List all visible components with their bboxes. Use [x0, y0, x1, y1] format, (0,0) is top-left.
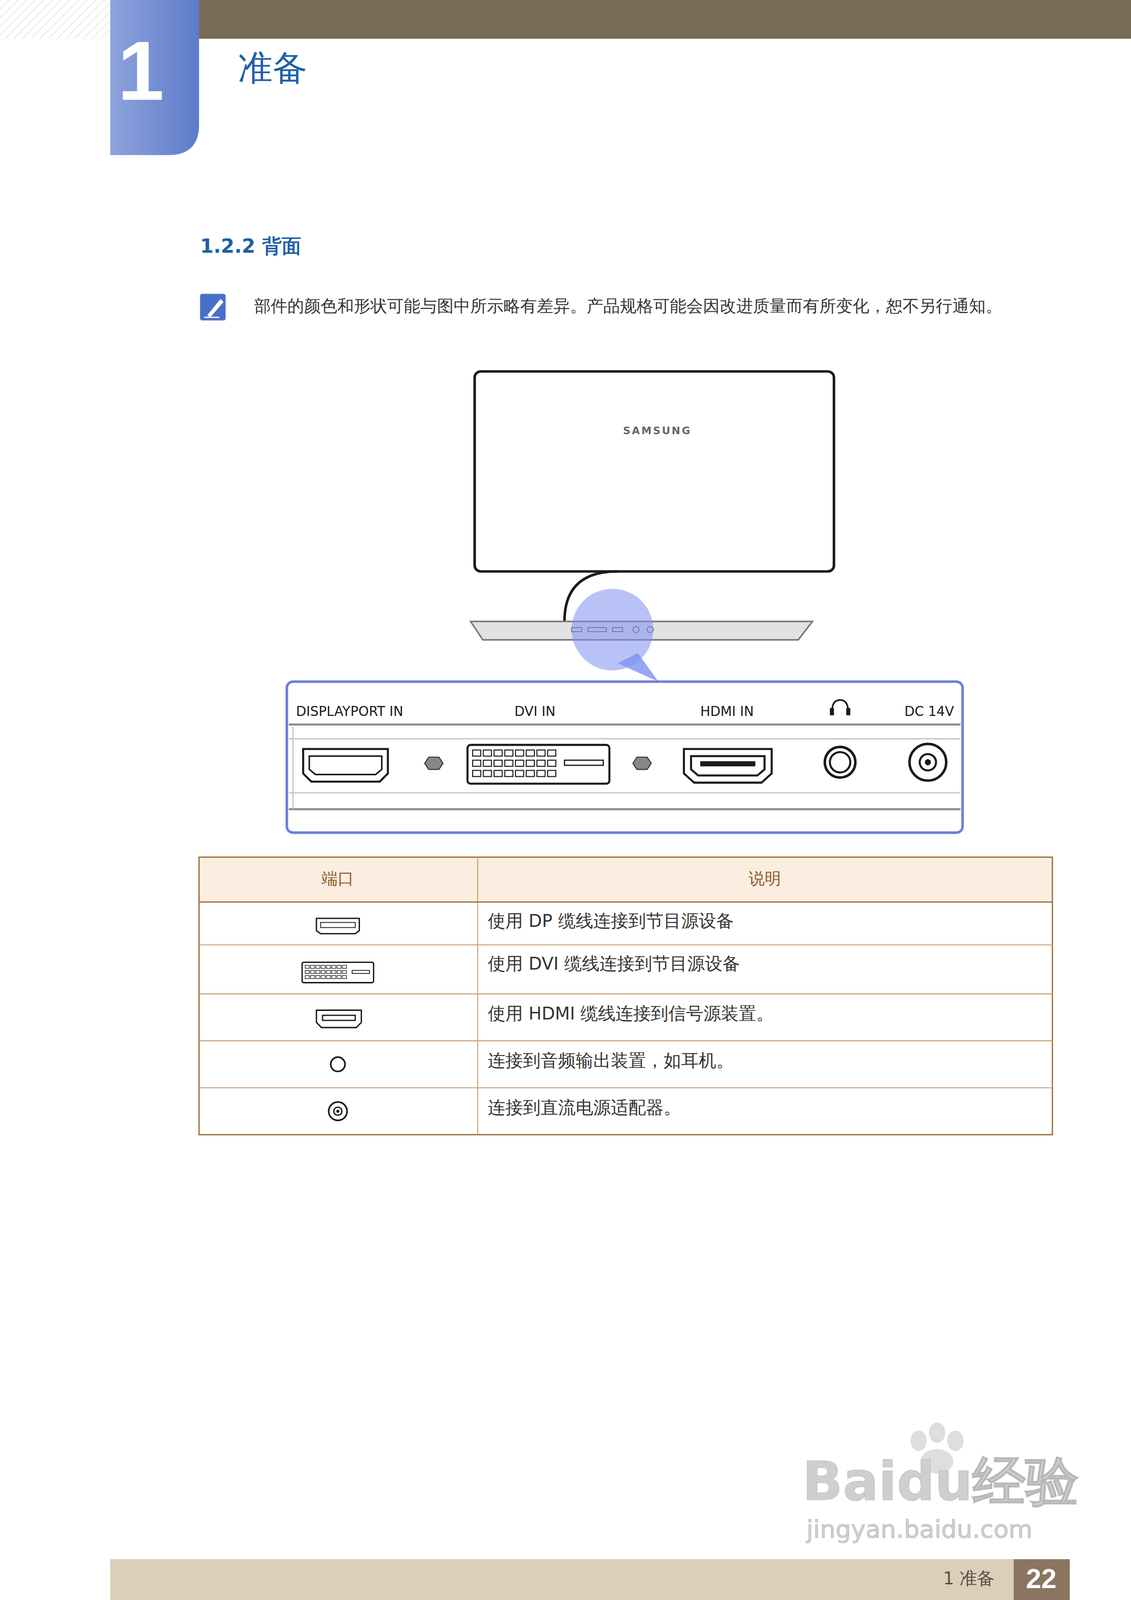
dvi-pin — [483, 760, 492, 767]
dvi-pin — [494, 770, 503, 777]
dvi-pin — [331, 970, 336, 974]
dvi-pin — [305, 965, 310, 969]
page-number: 22 — [1026, 1561, 1057, 1596]
dvi-pin — [504, 770, 514, 777]
chapter-number: 1 — [117, 20, 165, 121]
dvi-pin — [337, 965, 342, 969]
dvi-pin — [515, 750, 524, 757]
dvi-pin — [526, 760, 535, 767]
dvi-pin — [494, 760, 503, 767]
dvi-pin — [526, 750, 535, 757]
dvi-pin — [321, 975, 326, 979]
dvi-pin — [342, 965, 347, 969]
header-bar — [199, 0, 1131, 39]
dvi-pin — [526, 770, 535, 777]
table-cell: 使用 DP 缆线连接到节目源设备 — [487, 910, 734, 932]
dvi-pin — [326, 975, 331, 979]
table-cell: 使用 HDMI 缆线连接到信号源装置。 — [487, 1003, 774, 1025]
port-name: DISPLAYPORT IN — [295, 703, 404, 720]
dvi-pin — [472, 770, 481, 777]
dvi-pin — [536, 760, 545, 767]
dvi-pin — [472, 750, 481, 757]
dvi-pin — [547, 760, 556, 767]
dvi-pin — [547, 750, 556, 757]
dvi-pin — [310, 970, 315, 974]
footer-bar — [110, 1558, 1014, 1600]
dvi-pin — [331, 965, 336, 969]
dvi-pin — [337, 975, 342, 979]
dvi-pin — [494, 750, 503, 757]
port-name: HDMI IN — [700, 703, 754, 720]
dvi-pin — [326, 970, 331, 974]
dvi-pin — [342, 975, 347, 979]
dvi-pin — [483, 770, 492, 777]
watermark: Baidu经验 — [802, 1449, 1079, 1513]
port-name: DVI IN — [514, 703, 556, 720]
note-text: 部件的颜色和形状可能与图中所示略有差异。产品规格可能会因改进质量而有所变化，恕不… — [254, 292, 1041, 320]
dvi-pin — [305, 970, 310, 974]
note-icon — [199, 294, 226, 321]
chapter-title: 准备 — [237, 47, 308, 89]
dvi-pin — [305, 975, 310, 979]
section-title: 1.2.2 背面 — [199, 234, 301, 258]
table-cell: 使用 DVI 缆线连接到节目源设备 — [487, 953, 740, 975]
header-hatch — [0, 0, 111, 39]
table-cell: 连接到直流电源适配器。 — [487, 1097, 682, 1119]
dvi-pin — [483, 750, 492, 757]
watermark-url: jingyan.baidu.com — [806, 1514, 1033, 1545]
dvi-pin — [331, 975, 336, 979]
dvi-pin — [321, 965, 326, 969]
chapter-tab — [110, 0, 200, 155]
dvi-pin — [310, 965, 315, 969]
dvi-pin — [515, 760, 524, 767]
dvi-pin — [315, 965, 321, 969]
page-number-box — [1013, 1558, 1070, 1600]
dvi-pin — [504, 760, 514, 767]
dvi-pin — [536, 750, 545, 757]
dvi-pin — [326, 965, 331, 969]
dvi-pin — [504, 750, 514, 757]
port-panel — [286, 681, 963, 833]
table-header: 说明 — [748, 868, 781, 889]
table-cell: 连接到音频输出装置，如耳机。 — [487, 1050, 734, 1072]
port-table — [199, 856, 1053, 1135]
dvi-pin — [515, 770, 524, 777]
dvi-pin — [310, 975, 315, 979]
dvi-pin — [315, 970, 321, 974]
dvi-pin — [547, 770, 556, 777]
dvi-pin — [342, 970, 347, 974]
dvi-pin — [337, 970, 342, 974]
brand-logo: SAMSUNG — [623, 424, 693, 438]
dvi-pin — [536, 770, 545, 777]
port-name: DC 14V — [904, 703, 955, 720]
footer-chapter: 1 准备 — [943, 1568, 996, 1589]
dvi-pin — [321, 970, 326, 974]
dvi-pin — [315, 975, 321, 979]
dvi-pin — [472, 760, 481, 767]
monitor-back — [470, 371, 835, 682]
table-header: 端口 — [321, 868, 354, 889]
